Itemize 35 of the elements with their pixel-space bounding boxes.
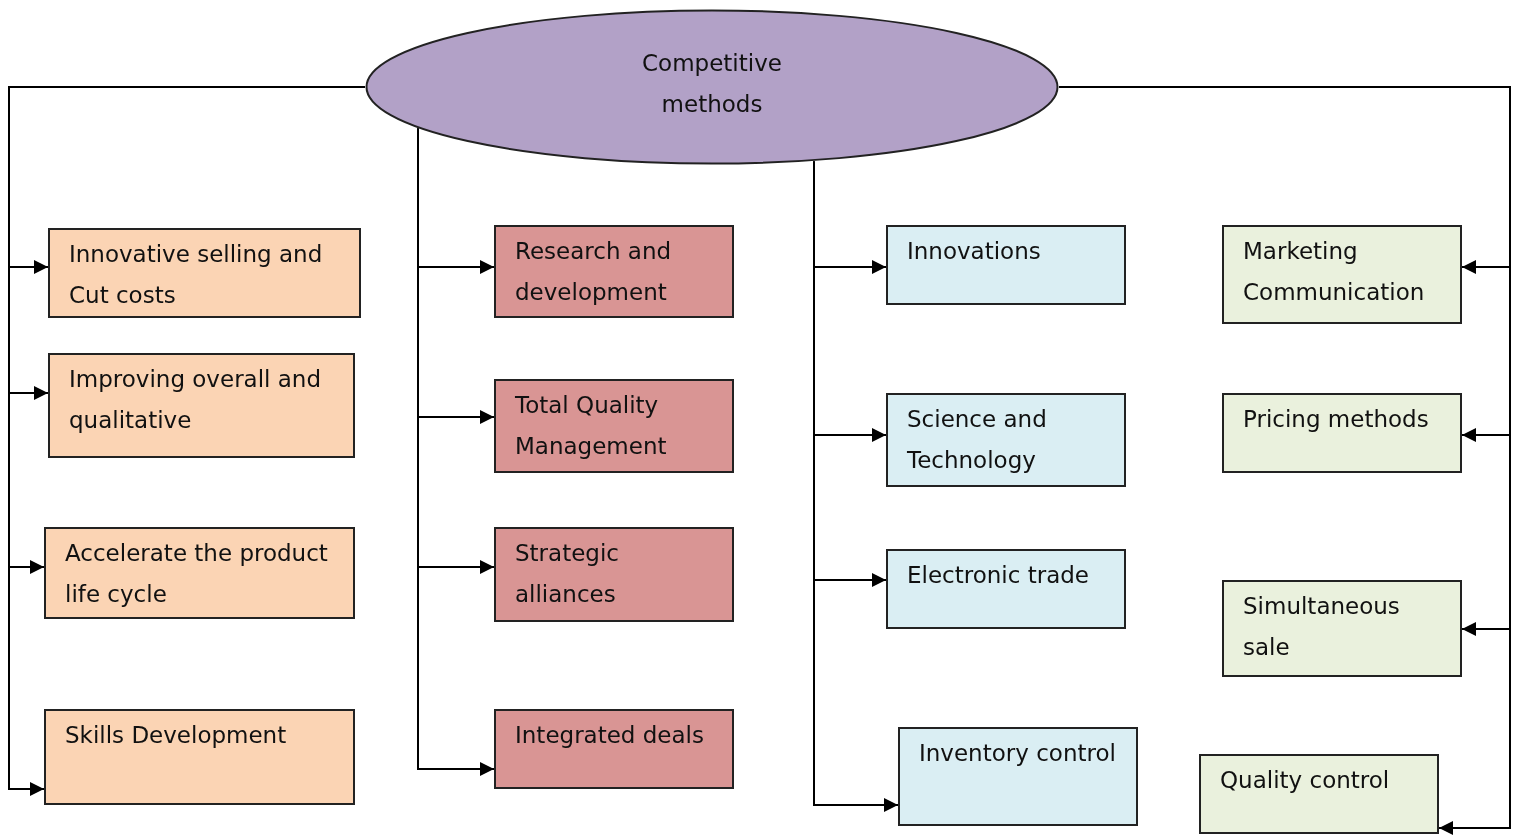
process-box [886, 225, 1126, 305]
box-label: Improving overall and qualitative [69, 365, 323, 435]
box-label: Total Quality Management [515, 391, 668, 461]
box-label: Electronic trade [907, 561, 1089, 590]
connector-arrow [813, 160, 899, 812]
box-label: Competitive methods [641, 49, 783, 119]
box-label: Strategic alliances [515, 539, 620, 609]
box-label: Skills Development [65, 721, 287, 750]
ellipse-node [365, 9, 1059, 165]
box-label: Inventory control [919, 739, 1116, 768]
box-label: Marketing Communication [1243, 237, 1426, 307]
process-box [886, 549, 1126, 629]
box-label: Pricing methods [1243, 405, 1429, 434]
process-box [48, 228, 361, 318]
box-label: Integrated deals [515, 721, 704, 750]
process-box [1222, 580, 1462, 677]
box-label: Accelerate the product life cycle [65, 539, 329, 609]
process-box [494, 527, 734, 622]
process-box [48, 353, 355, 458]
process-box [44, 709, 355, 805]
process-box [1222, 393, 1462, 473]
box-label: Research and development [515, 237, 673, 307]
process-box [494, 709, 734, 789]
process-box [494, 225, 734, 318]
process-box [494, 379, 734, 473]
box-label: Innovations [907, 237, 1041, 266]
box-label: Simultaneous sale [1243, 592, 1401, 662]
process-box [1199, 754, 1439, 834]
process-box [886, 393, 1126, 487]
process-box [1222, 225, 1462, 324]
box-label: Innovative selling and Cut costs [69, 240, 324, 310]
process-box [898, 727, 1138, 826]
box-label: Quality control [1220, 766, 1390, 795]
box-label: Science and Technology [907, 405, 1048, 475]
process-box [44, 527, 355, 619]
